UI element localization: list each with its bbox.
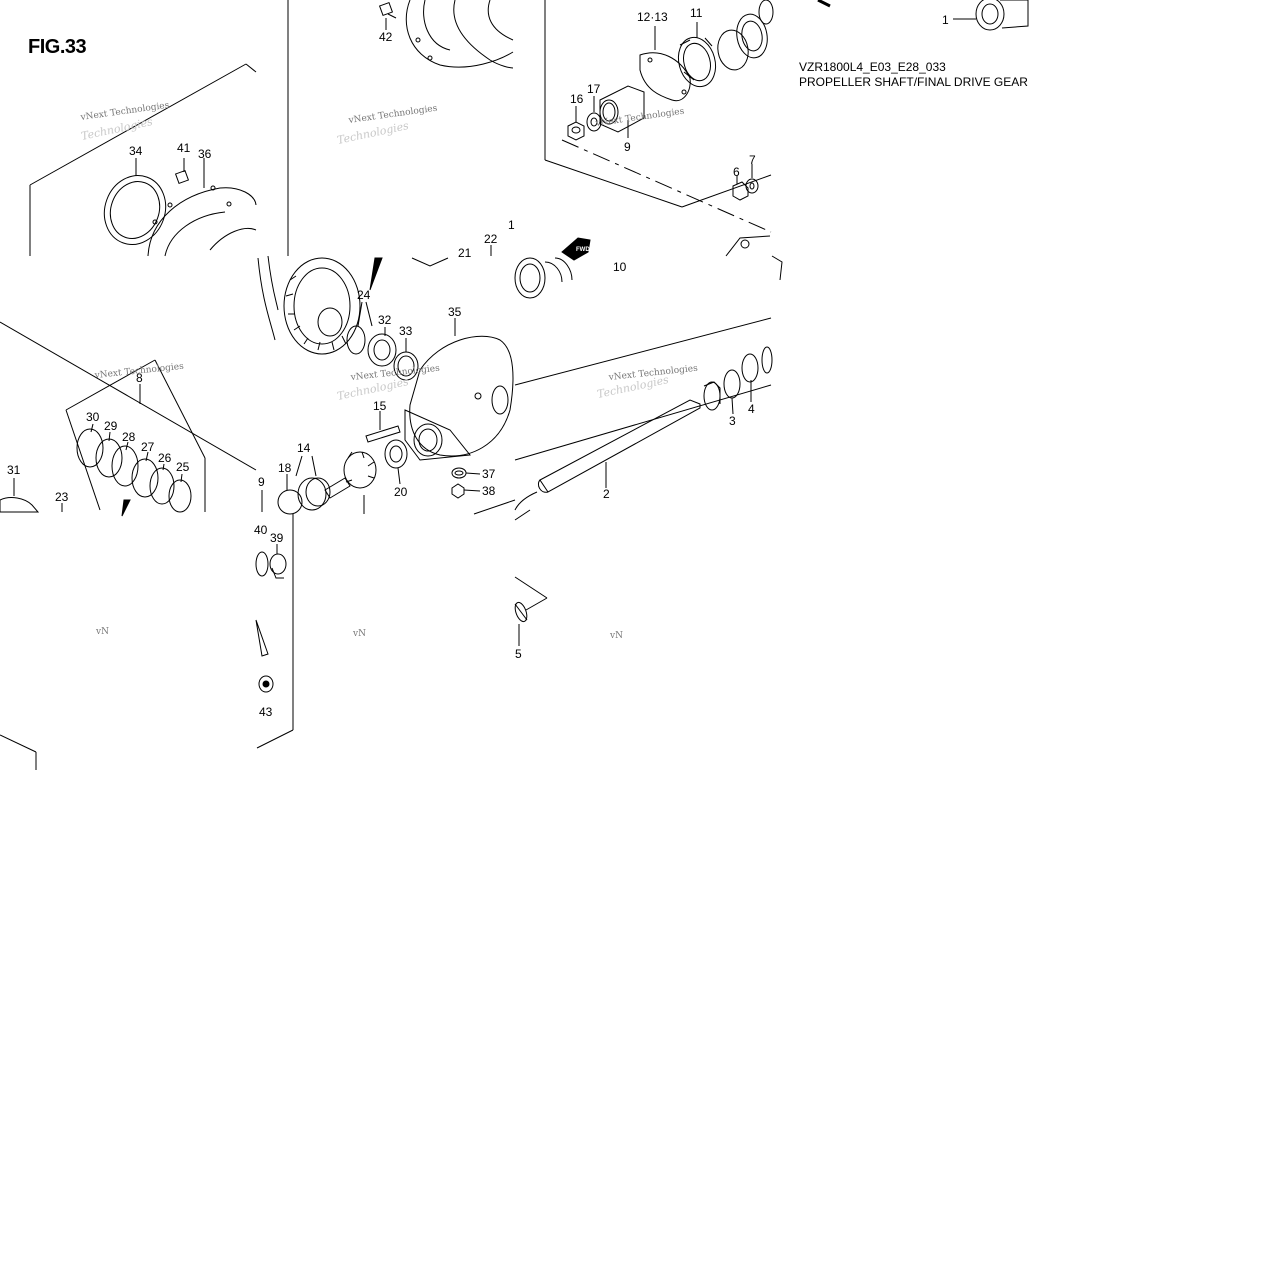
figure-title: FIG.33 bbox=[28, 36, 87, 58]
callout-number: 33 bbox=[399, 324, 413, 338]
watermark-ghost: Technologies bbox=[336, 119, 410, 147]
part-22-bearing bbox=[490, 245, 573, 299]
callout-number: 1 bbox=[508, 218, 515, 232]
part-34-oil-seal bbox=[103, 158, 167, 245]
callout-number: 15 bbox=[373, 399, 387, 413]
callout-number: 8 bbox=[136, 371, 143, 385]
callout-number: 29 bbox=[104, 419, 118, 433]
callout-number: 14 bbox=[297, 441, 311, 455]
model-code: VZR1800L4_E03_E28_033 bbox=[799, 60, 946, 74]
callout-number: 21 bbox=[458, 246, 472, 260]
part-20-bearing bbox=[384, 439, 408, 485]
callout-number: 32 bbox=[378, 313, 392, 327]
part-35-gear-case bbox=[404, 318, 514, 461]
callout-number: 11 bbox=[690, 6, 703, 20]
part-23-spacer bbox=[61, 499, 131, 517]
callout-number: 12·13 bbox=[637, 10, 668, 24]
callout-number: 36 bbox=[198, 147, 212, 161]
part-16-nut bbox=[567, 106, 585, 141]
part-33-seal bbox=[393, 338, 419, 381]
part-32-bearing bbox=[367, 327, 397, 367]
callout-number: 34 bbox=[129, 144, 143, 158]
callout-number: 18 bbox=[278, 461, 292, 475]
part-36-cover bbox=[147, 158, 257, 257]
part-40-washer bbox=[255, 551, 269, 577]
callout-number: 25 bbox=[176, 460, 190, 474]
part-38-nut bbox=[451, 483, 481, 499]
part-31-bearing bbox=[0, 478, 40, 513]
callout-number: 10 bbox=[613, 260, 627, 274]
frame-lines bbox=[0, 0, 772, 770]
callout-number: 35 bbox=[448, 305, 462, 319]
callout-number: 9 bbox=[258, 475, 265, 489]
part-5-clip bbox=[514, 601, 528, 646]
callout-number: 9 bbox=[624, 140, 631, 154]
part-3-circlip bbox=[723, 369, 741, 415]
watermark: vNext Technologies bbox=[594, 107, 685, 130]
figure-name: PROPELLER SHAFT/FINAL DRIVE GEAR bbox=[799, 75, 1028, 89]
callout-number: 1 bbox=[942, 13, 949, 27]
part-6-plug bbox=[732, 176, 749, 201]
watermark-fragment: vN bbox=[609, 631, 623, 641]
callout-number: 26 bbox=[158, 451, 172, 465]
drive-housing-upper bbox=[725, 235, 783, 281]
callout-number: 37 bbox=[482, 467, 496, 481]
callout-number: 30 bbox=[86, 410, 100, 424]
callout-number: 5 bbox=[515, 647, 522, 661]
watermarks: vNext Technologies vNext Technologies vN… bbox=[79, 101, 699, 641]
callout-number: 7 bbox=[749, 153, 756, 167]
callout-number: 23 bbox=[55, 490, 69, 504]
callout-number: 43 bbox=[259, 705, 273, 719]
callout-labels: 1 1 2 3 4 5 6 7 8 9 9 10 11 12·13 14 15 … bbox=[7, 6, 949, 719]
callout-number: 2 bbox=[603, 487, 610, 501]
part-17-washer bbox=[586, 96, 602, 132]
drive-pinion bbox=[324, 451, 377, 514]
callout-number: 22 bbox=[484, 232, 498, 246]
callout-number: 31 bbox=[7, 463, 21, 477]
callout-number: 6 bbox=[733, 165, 740, 179]
top-right-seals bbox=[717, 0, 774, 71]
fwd-label: FWD bbox=[576, 247, 590, 253]
part-42-bolt bbox=[378, 1, 397, 30]
top-center-housing bbox=[405, 0, 514, 69]
callout-number: 42 bbox=[379, 30, 393, 44]
part-1-universal-joint bbox=[817, 0, 1029, 31]
shaft-end-fragment bbox=[514, 491, 538, 521]
part-9-bearing bbox=[599, 85, 645, 138]
callout-number: 24 bbox=[357, 288, 371, 302]
callout-number: 16 bbox=[570, 92, 584, 106]
callout-number: 17 bbox=[587, 82, 601, 96]
callout-number: 28 bbox=[122, 430, 136, 444]
callout-number: 41 bbox=[177, 141, 191, 155]
oring-set bbox=[76, 384, 192, 513]
fwd-arrow-icon: FWD bbox=[561, 237, 591, 261]
callout-number: 38 bbox=[482, 484, 496, 498]
part-11-bearing-retainer bbox=[677, 22, 717, 88]
ring-gear bbox=[257, 255, 383, 355]
callout-number: 4 bbox=[748, 402, 755, 416]
part-41-bolt bbox=[174, 158, 190, 185]
part-4-oring bbox=[741, 346, 773, 402]
part-21-shim bbox=[411, 257, 449, 267]
part-14-shim bbox=[295, 455, 331, 511]
part-18-ring bbox=[277, 474, 303, 515]
callout-number: 40 bbox=[254, 523, 268, 537]
part-24-ring bbox=[346, 301, 373, 355]
watermark-fragment: vN bbox=[352, 629, 366, 639]
part-12-13-shim bbox=[639, 26, 691, 102]
callout-number: 20 bbox=[394, 485, 408, 499]
watermark-fragment: vN bbox=[95, 627, 109, 637]
part-39-bolt bbox=[269, 544, 287, 579]
part-15-stud bbox=[365, 411, 401, 443]
callout-number: 39 bbox=[270, 531, 284, 545]
callout-number: 3 bbox=[729, 414, 736, 428]
part-7-washer bbox=[745, 164, 759, 194]
part-43-plug bbox=[255, 619, 274, 693]
callout-number: 27 bbox=[141, 440, 155, 454]
part-37-washer bbox=[451, 467, 481, 479]
part-2-propeller-shaft bbox=[537, 381, 721, 493]
